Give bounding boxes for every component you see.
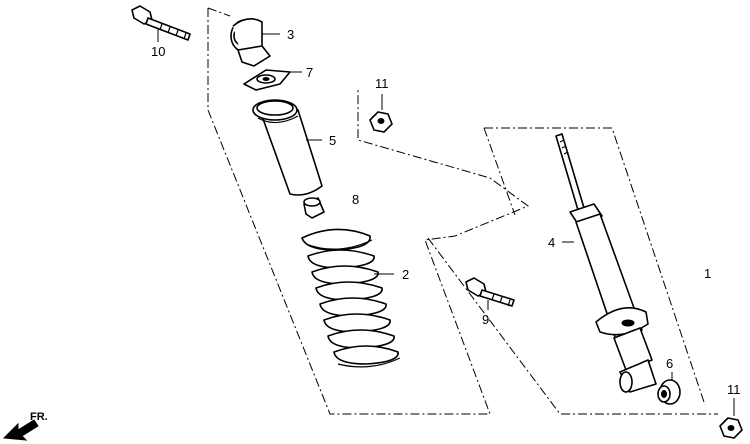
callout-shock-assembly: 1 xyxy=(704,266,711,281)
spring-seat xyxy=(243,69,291,91)
damper xyxy=(555,133,657,393)
callout-damper: 4 xyxy=(548,235,555,250)
upper-mount xyxy=(230,18,271,67)
assembly-outline-right xyxy=(427,127,718,415)
upper-nut xyxy=(369,111,393,133)
callout-bushing: 6 xyxy=(666,356,673,371)
callout-spring-seat: 7 xyxy=(306,65,313,80)
coil-spring xyxy=(301,228,401,368)
assembly-outline-left xyxy=(207,7,530,415)
direction-label: FR. xyxy=(30,411,48,423)
bump-stop xyxy=(303,197,325,219)
callout-coil-spring: 2 xyxy=(402,267,409,282)
callout-bump-stop: 8 xyxy=(352,192,359,207)
lower-nut xyxy=(719,417,743,439)
dust-boot xyxy=(252,99,323,196)
callout-lower-nut: 11 xyxy=(727,382,741,397)
callout-lower-bolt: 9 xyxy=(482,312,489,327)
upper-bolt xyxy=(131,5,191,41)
front-direction-arrow-icon xyxy=(2,419,39,441)
callout-dust-boot: 5 xyxy=(329,133,336,148)
bushing xyxy=(657,379,681,405)
callout-upper-mount: 3 xyxy=(287,27,294,42)
callout-upper-nut: 11 xyxy=(375,76,389,91)
callout-upper-bolt: 10 xyxy=(151,44,165,59)
lower-bolt xyxy=(465,277,515,307)
